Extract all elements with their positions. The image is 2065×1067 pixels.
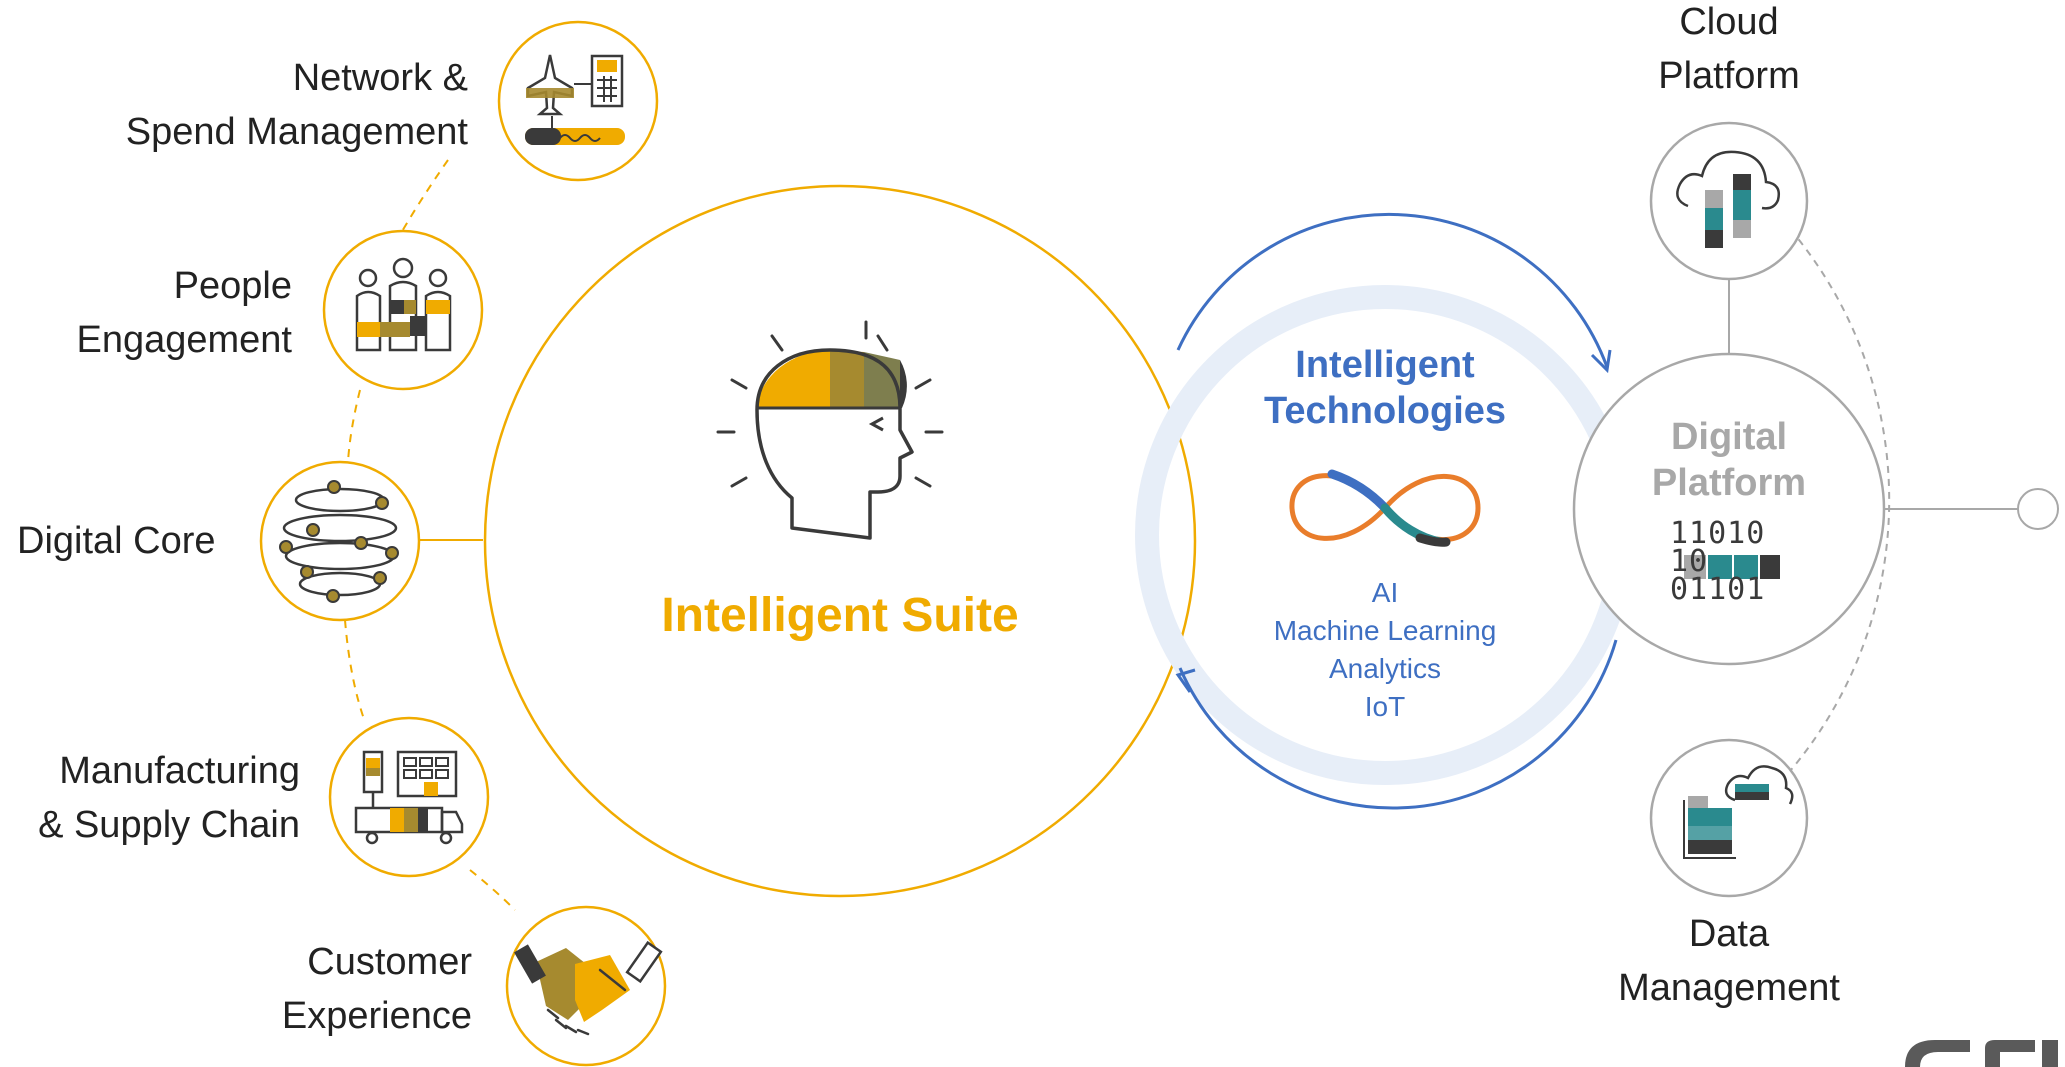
label-network-line2: Spend Management — [125, 111, 468, 153]
label-cloud-platform: Cloud Platform — [1579, 0, 1879, 103]
airplane-calculator-icon — [525, 54, 625, 145]
digital-platform-circle — [1572, 352, 1886, 666]
left-connectors — [344, 159, 516, 911]
label-manufacturing: Manufacturing & Supply Chain — [10, 744, 300, 852]
label-network-spend: Network & Spend Management — [60, 51, 468, 159]
binary-row-2: 10 — [1670, 544, 1709, 579]
binary-text: 11010 10 01101 — [1670, 516, 1766, 607]
infinity-loop-icon — [1289, 469, 1481, 547]
factory-truck-icon — [354, 750, 464, 845]
label-manufacturing-line2: & Supply Chain — [38, 804, 300, 846]
label-data-management: Data Management — [1579, 907, 1879, 1015]
handshake-icon — [514, 940, 663, 1036]
company-logo — [1905, 1040, 2058, 1067]
node-data-management[interactable] — [1649, 738, 1809, 898]
label-digital-core: Digital Core — [17, 514, 257, 568]
label-people-line2: Engagement — [76, 319, 293, 361]
tech-item-ml: Machine Learning — [1273, 615, 1497, 646]
platform-title-line2: Platform — [1651, 462, 1807, 504]
label-customer-line1: Customer — [307, 941, 472, 983]
binary-row-3: 01101 — [1670, 572, 1766, 607]
technologies-list: AI Machine Learning Analytics IoT — [1205, 574, 1565, 726]
people-group-icon — [355, 257, 452, 352]
binary-code-icon — [1684, 555, 1780, 579]
digital-core-rings-icon — [279, 480, 399, 603]
label-customer-experience: Customer Experience — [240, 935, 472, 1043]
platform-title-line1: Digital — [1670, 416, 1788, 458]
node-digital-core[interactable] — [259, 460, 421, 622]
label-people-line1: People — [173, 265, 292, 307]
cloud-icon — [1676, 150, 1780, 248]
label-cloud-line1: Cloud — [1679, 1, 1779, 43]
node-customer[interactable] — [505, 905, 667, 1067]
technologies-title-line1: Intelligent — [1295, 344, 1475, 386]
technologies-title-line2: Technologies — [1263, 390, 1507, 432]
tech-item-analytics: Analytics — [1328, 653, 1442, 684]
node-manufacturing[interactable] — [328, 716, 490, 878]
platform-end-node[interactable] — [2017, 488, 2059, 530]
tech-item-ai: AI — [1371, 577, 1399, 608]
data-cloud-icon — [1683, 765, 1794, 859]
label-customer-line2: Experience — [281, 995, 472, 1037]
label-data-line1: Data — [1688, 913, 1770, 955]
cycle-arrows — [1175, 212, 1618, 810]
node-network[interactable] — [497, 20, 659, 182]
label-data-line2: Management — [1618, 967, 1840, 1009]
technologies-title: Intelligent Technologies — [1205, 342, 1565, 434]
tech-item-iot: IoT — [1364, 691, 1406, 722]
intelligent-suite-circle — [483, 184, 1197, 898]
label-digital-core-line1: Digital Core — [17, 520, 216, 562]
label-manufacturing-line1: Manufacturing — [59, 750, 300, 792]
digital-platform-title: Digital Platform — [1579, 414, 1879, 506]
label-cloud-line2: Platform — [1658, 55, 1800, 97]
node-cloud-platform[interactable] — [1649, 121, 1809, 281]
label-network-line1: Network & — [292, 57, 468, 99]
binary-row-1: 11010 — [1670, 516, 1766, 551]
label-people-engagement: People Engagement — [40, 259, 293, 367]
intelligent-suite-title: Intelligent Suite — [661, 589, 1019, 642]
head-lightbulb-icon — [716, 320, 944, 540]
node-people[interactable] — [322, 229, 484, 391]
